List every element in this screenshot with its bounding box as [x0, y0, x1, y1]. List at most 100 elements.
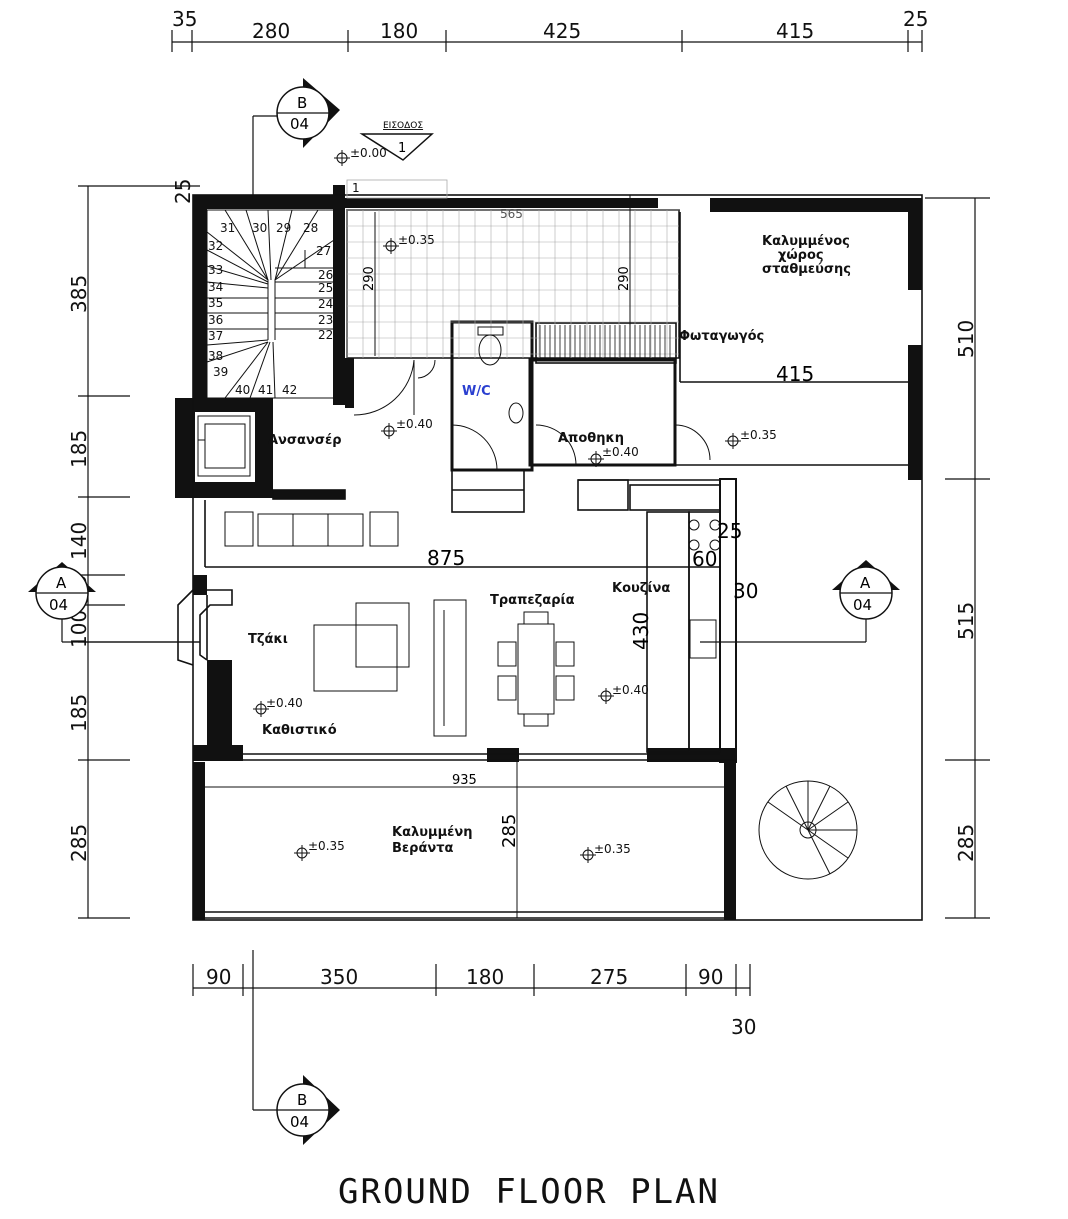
left-dim-8: 285 [67, 824, 91, 862]
living-label: Καθιστικό [262, 723, 337, 738]
entry-step [346, 179, 448, 199]
stair-34: 34 [208, 280, 223, 294]
right-dimension-chain [925, 197, 990, 919]
left-dim-1: 25 [171, 179, 195, 204]
stair-38: 38 [208, 349, 223, 363]
wc-fixtures [477, 326, 524, 424]
doors [353, 359, 711, 471]
level-hall: ±0.40 [396, 417, 433, 431]
kitchen-height: 430 [629, 612, 653, 650]
section-marker-a-left: A 04 [28, 562, 200, 643]
stair-39: 39 [213, 365, 228, 379]
elevator-label: Ανσανσέρ [268, 433, 342, 448]
right-dim-1: 510 [954, 320, 978, 358]
entrance-label: ΕΙΣΟΔΟΣ [383, 121, 423, 131]
veranda-label-1: Καλυμμένη [392, 825, 473, 840]
stair-27: 27 [316, 244, 331, 258]
bottom-dim-2: 350 [320, 965, 358, 989]
stair-35: 35 [208, 296, 223, 310]
stair-30: 30 [252, 221, 267, 235]
left-dimension-chain [78, 185, 200, 919]
entrance-number: 1 [398, 141, 406, 156]
lightwell-slats [539, 325, 671, 361]
section-b-sheet: 04 [290, 115, 309, 133]
stair-40: 40 [235, 383, 250, 397]
section-a-letter: A [56, 574, 67, 592]
stair-32: 32 [208, 239, 223, 253]
stair-29: 29 [276, 221, 291, 235]
fireplace-label: Τζάκι [248, 632, 288, 647]
living-width: 875 [427, 546, 465, 570]
level-porch: ±0.35 [398, 233, 435, 247]
entrance-marker: ΕΙΣΟΔΟΣ 1 [359, 121, 434, 161]
wall-outlines [177, 194, 923, 921]
staircase [206, 209, 338, 399]
level-storage: ±0.40 [602, 445, 639, 459]
stair-41: 41 [258, 383, 273, 397]
porch-height-1: 290 [362, 266, 377, 291]
level-living: ±0.40 [266, 696, 303, 710]
veranda-height: 285 [499, 814, 520, 848]
section-marker-a-right: A 04 [700, 560, 900, 643]
stair-33: 33 [208, 263, 223, 277]
bottom-dim-4: 275 [590, 965, 628, 989]
right-dim-3: 285 [954, 824, 978, 862]
parking-width: 415 [776, 362, 814, 386]
top-dim-3: 180 [380, 19, 418, 43]
left-dim-7: 185 [67, 694, 91, 732]
porch-height-2: 290 [617, 266, 632, 291]
walls [175, 185, 922, 920]
left-dim-4: 140 [67, 522, 91, 560]
bottom-dimension-chain [192, 964, 751, 996]
level-parking: ±0.35 [740, 428, 777, 442]
left-dim-3: 185 [67, 430, 91, 468]
left-dim-2: 385 [67, 275, 91, 313]
stair-25: 25 [318, 281, 333, 295]
kitchen-label: Κουζίνα [612, 581, 670, 596]
parking-label-2: χώρος [778, 248, 824, 263]
stair-37: 37 [208, 329, 223, 343]
section-marker-b-top: B 04 [252, 78, 340, 200]
top-dimension-chain [171, 30, 923, 52]
inner-dimension-lines [205, 195, 908, 918]
stair-24: 24 [318, 297, 333, 311]
kitchen-fixtures [688, 519, 721, 659]
stair-31: 31 [220, 221, 235, 235]
top-dim-4: 425 [543, 19, 581, 43]
parking-label-3: σταθμεύσης [762, 262, 851, 277]
porch-tiles [346, 209, 679, 358]
stair-first: 1 [352, 181, 360, 195]
stair-26: 26 [318, 268, 333, 282]
wc-label: W/C [462, 384, 491, 399]
level-dining: ±0.40 [612, 683, 649, 697]
bottom-dim-extra: 30 [731, 1015, 756, 1039]
top-dim-5: 415 [776, 19, 814, 43]
storage-label: Αποθηκη [558, 431, 624, 446]
spiral-stair [758, 780, 858, 880]
bottom-dim-1: 90 [206, 965, 231, 989]
dining-label: Τραπεζαρία [490, 593, 575, 608]
veranda-label-2: Βεράντα [392, 841, 454, 856]
elevator-car [197, 415, 251, 477]
level-veranda-right: ±0.35 [594, 842, 631, 856]
parking-label-1: Καλυμμένος [762, 234, 850, 249]
stair-23: 23 [318, 313, 333, 327]
entrance-level-marker: ±0.00 [334, 146, 387, 166]
kitchen-dim-30: 30 [733, 579, 758, 603]
stair-28: 28 [303, 221, 318, 235]
section-b2-sheet: 04 [290, 1113, 309, 1131]
top-dim-2: 280 [252, 19, 290, 43]
section-a-sheet: 04 [49, 596, 68, 614]
level-veranda-left: ±0.35 [308, 839, 345, 853]
top-dim-6: 25 [903, 7, 928, 31]
stair-36: 36 [208, 313, 223, 327]
plan-title: GROUND FLOOR PLAN [338, 1172, 720, 1212]
living-furniture [224, 511, 575, 737]
section-b2-letter: B [297, 1091, 307, 1109]
kitchen-dim-25: 25 [717, 519, 742, 543]
right-dim-2: 515 [954, 602, 978, 640]
top-dim-1: 35 [172, 7, 197, 31]
section-a2-sheet: 04 [853, 596, 872, 614]
section-b-letter: B [297, 94, 307, 112]
section-a2-letter: A [860, 574, 871, 592]
